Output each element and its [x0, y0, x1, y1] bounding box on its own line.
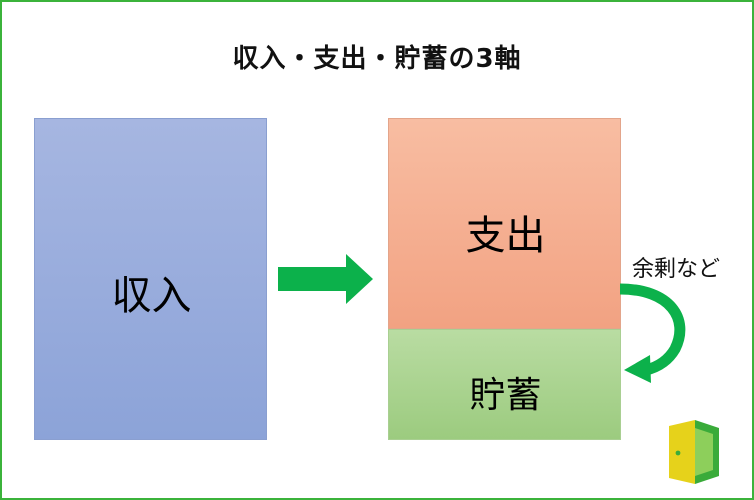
income-box: 収入: [34, 118, 267, 440]
surplus-annotation: 余剰など: [632, 257, 721, 282]
income-label: 収入: [111, 273, 192, 319]
curved-arrow-icon: [619, 283, 686, 383]
expense-label: 支出: [465, 213, 546, 259]
savings-box: 貯蓄: [388, 329, 621, 440]
diagram-title: 収入・支出・貯蓄の3軸: [232, 44, 522, 74]
right-arrow-icon: [278, 254, 373, 304]
door-logo-icon: [669, 420, 719, 484]
expense-box: 支出: [388, 118, 621, 329]
savings-label: 貯蓄: [469, 375, 542, 416]
